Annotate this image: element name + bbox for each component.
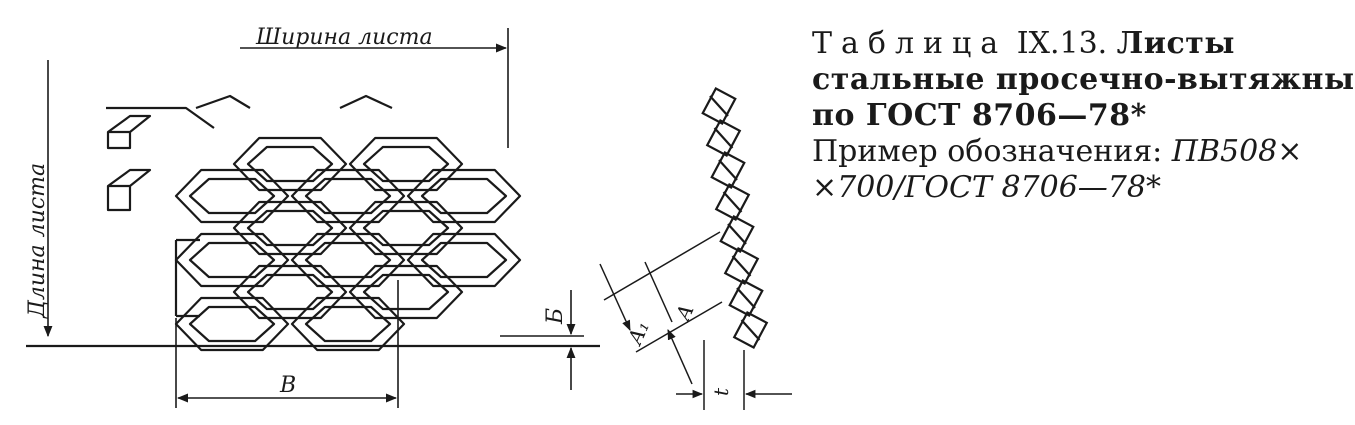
sheet-length-label: Длина листа — [25, 163, 50, 319]
mesh-cell — [232, 136, 348, 192]
section-hatch — [713, 127, 734, 149]
sheet-width-dimension — [240, 28, 509, 148]
table-number: IX.13. — [1016, 26, 1108, 61]
mesh-cell-opening — [304, 241, 392, 279]
table-title-line3: по ГОСТ 8706—78* — [812, 98, 1147, 133]
section-strand — [728, 278, 764, 318]
mesh-cell-opening — [188, 241, 276, 279]
mesh-cell — [174, 168, 290, 224]
mesh-cell — [290, 232, 406, 288]
mesh-edge-strand — [106, 106, 215, 129]
mesh-cell-opening — [420, 177, 508, 215]
example-designation-part1: ПВ508× — [1171, 134, 1303, 169]
table-caption: Таблица IX.13. Листы стальные просечно-в… — [812, 26, 1355, 206]
section-strand — [732, 310, 769, 350]
mesh-cell-opening — [362, 145, 450, 183]
dimension-b-upper-label: Б — [543, 308, 568, 325]
mesh-cell-opening — [188, 305, 276, 343]
mesh-edge-strand — [106, 168, 152, 188]
mesh-cell-opening — [362, 209, 450, 247]
section-hatch — [727, 223, 747, 245]
mesh-cell — [174, 296, 290, 352]
mesh-cell — [290, 168, 406, 224]
sheet-length-dimension — [26, 60, 600, 348]
mesh-cell — [232, 264, 348, 320]
section-strand — [719, 214, 755, 254]
mesh-cell-opening — [246, 273, 334, 311]
section-strand — [705, 118, 742, 158]
mesh-edge-strand — [339, 94, 393, 109]
section-strand — [714, 182, 751, 222]
dimension-b-lower — [175, 280, 399, 408]
mesh-cell-opening — [362, 273, 450, 311]
mesh-cell-opening — [188, 177, 276, 215]
mesh-edge-strand — [106, 186, 132, 212]
mesh-cell — [232, 200, 348, 256]
dimension-b-lower-label: В — [279, 373, 296, 398]
mesh-edge-strand — [106, 132, 132, 150]
section-strand — [701, 86, 737, 126]
mesh-cell — [348, 136, 464, 192]
mesh-front-view — [106, 94, 522, 352]
sheet-width-label: Ширина листа — [255, 25, 433, 50]
dimension-b-upper — [500, 290, 584, 390]
dimension-t-label: t — [709, 387, 733, 396]
section-hatch — [718, 159, 738, 181]
example-designation-part2: ×700/ГОСТ 8706—78* — [812, 170, 1161, 205]
table-word: Таблица — [812, 26, 1008, 61]
table-title-line1: Листы — [1116, 26, 1235, 61]
section-hatch — [709, 95, 729, 117]
section-hatch — [736, 287, 756, 309]
table-title-line2: стальные просечно-вытяжные — [812, 62, 1355, 97]
mesh-edge-strand — [195, 94, 251, 110]
mesh-edge-strand — [106, 114, 152, 134]
section-strand — [723, 246, 760, 286]
section-hatch — [740, 319, 761, 341]
mesh-cell-opening — [246, 145, 334, 183]
example-label: Пример обозначения: — [812, 134, 1163, 169]
mesh-cell — [348, 264, 464, 320]
mesh-cell-opening — [420, 241, 508, 279]
section-hatch — [722, 191, 743, 213]
mesh-section-view — [701, 86, 769, 350]
section-dimensions — [599, 231, 792, 410]
mesh-cell — [174, 232, 290, 288]
dimension-a-label: А — [670, 300, 699, 325]
section-strand — [710, 150, 746, 190]
section-hatch — [731, 255, 752, 277]
mesh-cell-opening — [304, 177, 392, 215]
mesh-cell-opening — [246, 209, 334, 247]
mesh-cell — [348, 200, 464, 256]
mesh-cell — [406, 168, 522, 224]
mesh-cell-opening — [304, 305, 392, 343]
mesh-cell — [406, 232, 522, 288]
mesh-cell — [290, 296, 406, 352]
